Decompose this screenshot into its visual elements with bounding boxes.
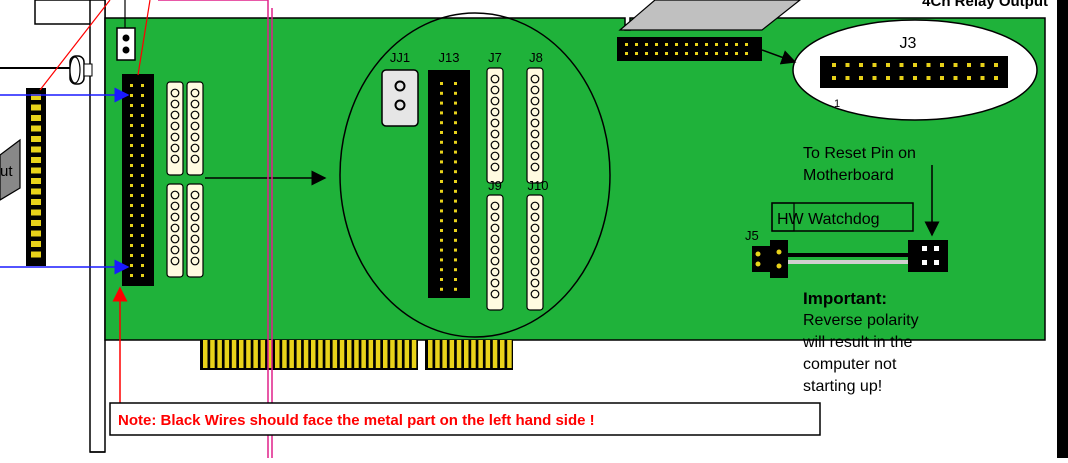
jj1-label: JJ1: [390, 50, 410, 65]
j5-connector: [752, 240, 788, 278]
note-text: Note: Black Wires should face the metal …: [118, 412, 595, 429]
pink-wire: [158, 0, 269, 458]
top-jumper: [116, 27, 136, 61]
reset-plug: [908, 240, 948, 272]
left-cut-label: ut: [0, 163, 13, 180]
reset-line-2: Motherboard: [803, 167, 894, 184]
j9-label: J9: [488, 178, 502, 193]
pcb-board: [104, 17, 1046, 341]
important-title: Important:: [803, 289, 887, 308]
red-wire-left: [39, 0, 111, 91]
zoom-circle: [339, 12, 611, 338]
j8-label: J8: [529, 50, 543, 65]
right-border: [1057, 0, 1068, 458]
edge-connector: [200, 340, 513, 370]
dip-headers-right: [486, 67, 544, 311]
j7-label: J7: [488, 50, 502, 65]
important-line-1: Reverse polarity: [803, 312, 919, 329]
relay-output-title: 4Ch Relay Output: [922, 0, 1048, 10]
j3-label: J3: [900, 35, 917, 52]
j10-label: J10: [528, 178, 549, 193]
red-wire-top: [137, 0, 151, 76]
note-box: [109, 402, 821, 436]
relay-header-board: [617, 37, 762, 61]
dip-headers-left: [166, 81, 204, 278]
main-header-connector: [122, 74, 154, 286]
important-line-3: computer not: [803, 356, 897, 373]
watchdog-label: HW Watchdog: [777, 211, 880, 228]
db-connector-shell: [0, 138, 21, 201]
reset-line-1: To Reset Pin on: [803, 145, 916, 162]
j13-connector: [428, 70, 470, 298]
important-line-2: will result in the: [802, 334, 912, 351]
important-line-4: starting up!: [803, 378, 882, 395]
j13-label: J13: [439, 50, 460, 65]
jj1-jumper: [381, 69, 419, 127]
left-connector: [26, 88, 46, 266]
j3-arrow: [761, 49, 797, 65]
j5-label: J5: [745, 228, 759, 243]
j3-connector: [820, 56, 1008, 88]
j3-pin1-label: 1: [834, 98, 840, 110]
ribbon-cable: [618, 0, 801, 31]
